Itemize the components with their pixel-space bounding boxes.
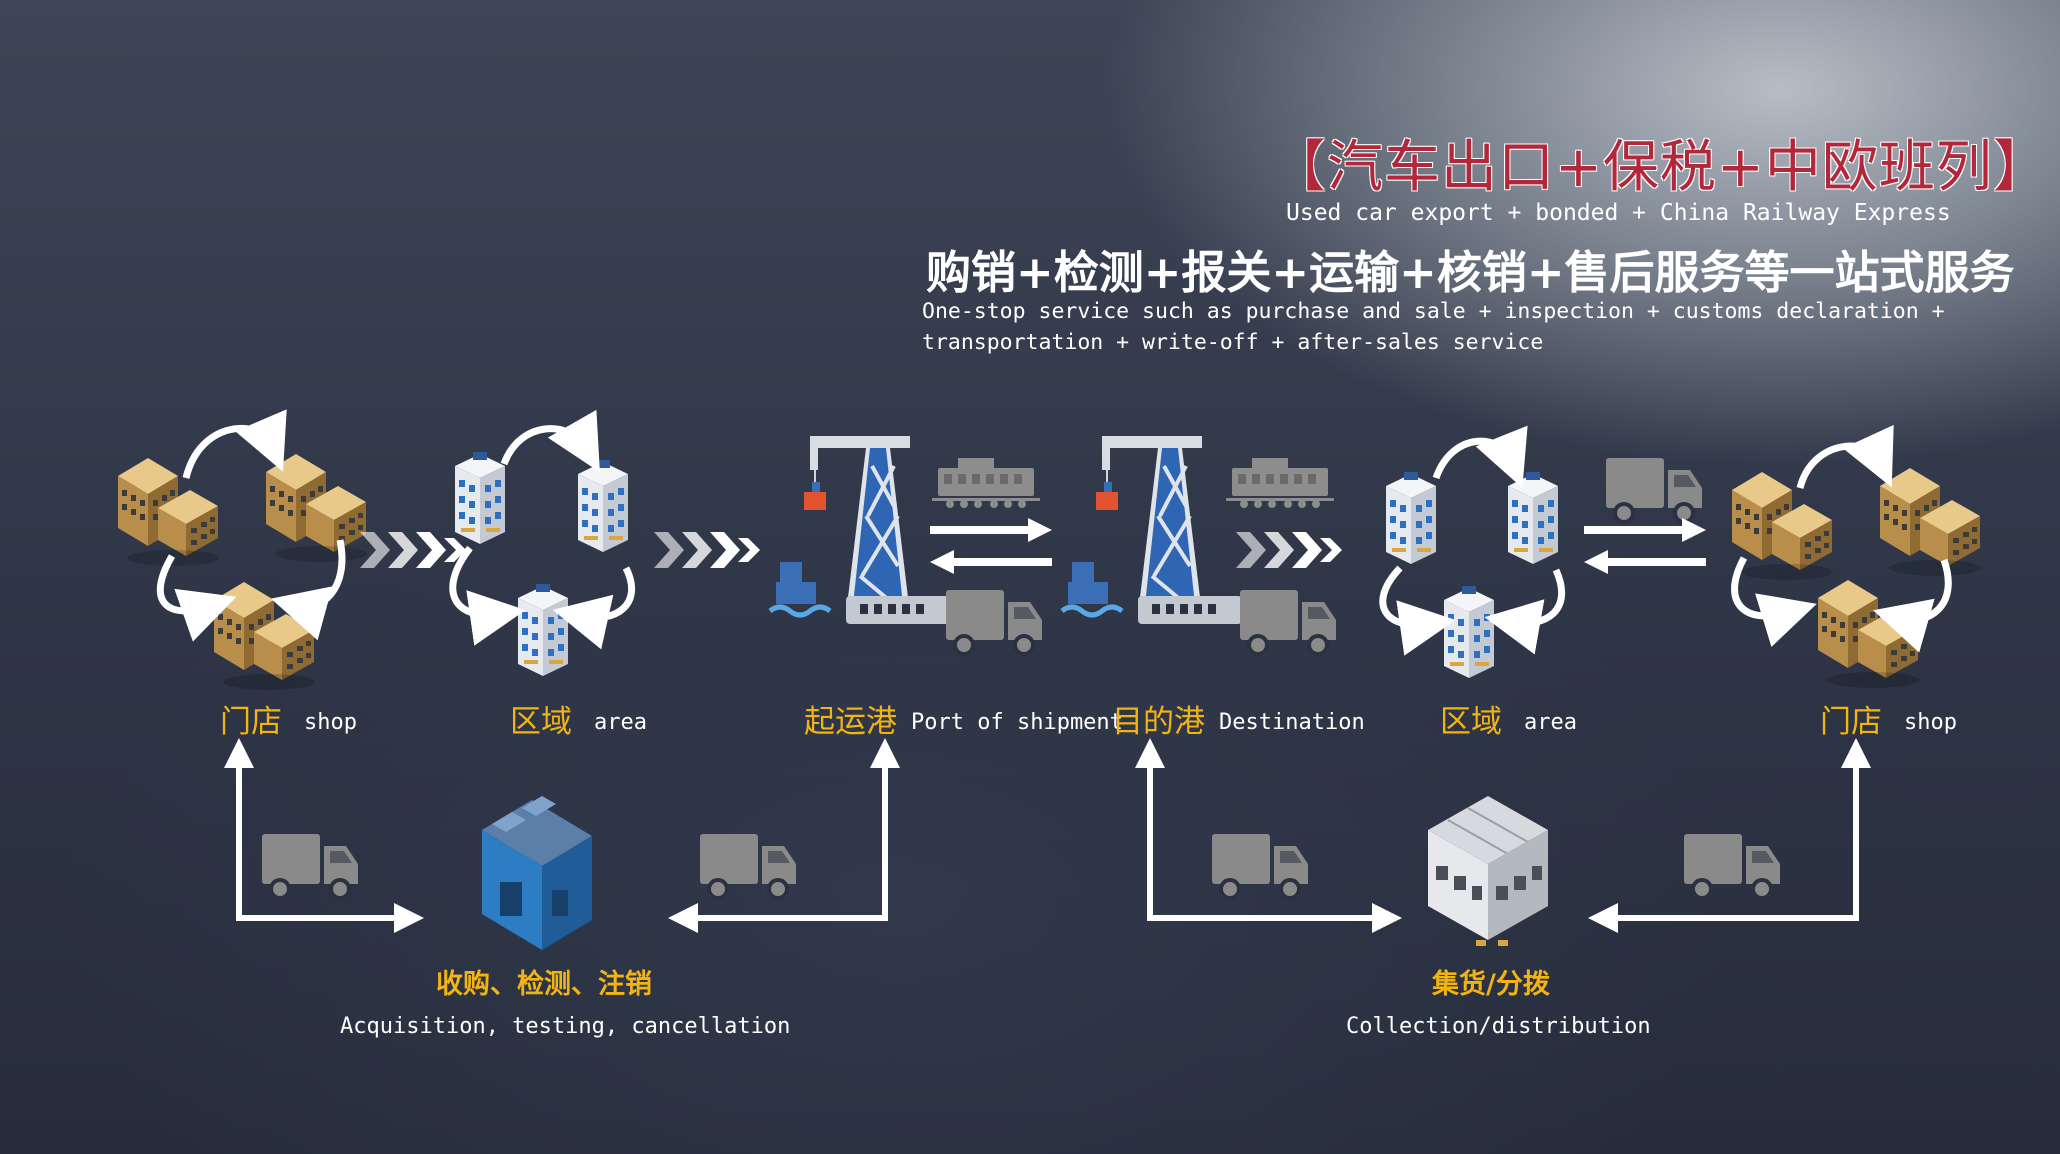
apartment-building-icon xyxy=(1386,472,1436,564)
area-cluster-left xyxy=(449,409,635,676)
truck-icon xyxy=(1238,588,1338,656)
node-label-area-left: 区域 area xyxy=(510,696,647,741)
shop-cluster-right xyxy=(1731,424,1981,688)
cycle-arrow xyxy=(1484,568,1565,655)
node-cn: 门店 xyxy=(220,704,282,740)
office-building-icon xyxy=(214,582,315,690)
node-label-port-shipment: 起运港 Port of shipment xyxy=(804,696,1123,741)
train-icon xyxy=(932,458,1040,508)
node-en: Port of shipment xyxy=(911,710,1123,735)
double-arrow-icon xyxy=(1584,518,1706,574)
port-crane-icon xyxy=(1062,436,1242,624)
node-label-destination: 目的港 Destination xyxy=(1112,696,1365,741)
node-cn: 目的港 xyxy=(1112,704,1205,740)
area-cluster-right xyxy=(1379,425,1565,678)
node-cn: 区域 xyxy=(510,704,572,740)
node-cn: 区域 xyxy=(1440,704,1502,740)
hub-label-en-left: Acquisition, testing, cancellation xyxy=(340,1014,791,1039)
cycle-arrow xyxy=(1796,424,1894,490)
cycle-arrow xyxy=(157,554,237,642)
node-en: shop xyxy=(1904,710,1957,735)
warehouse-icon xyxy=(482,796,592,950)
truck-icon xyxy=(1604,456,1704,524)
truck-icon xyxy=(1682,832,1782,900)
title-cn: 【汽车出口+保税+中欧班列】 xyxy=(1270,135,2050,200)
hub-label-cn-left: 收购、检测、注销 xyxy=(436,969,652,1000)
subtitle-cn: 购销+检测+报关+运输+核销+售后服务等一站式服务 xyxy=(926,246,2015,299)
node-en: Destination xyxy=(1219,710,1365,735)
flow-chevron-arrow xyxy=(1236,532,1342,568)
title-en: Used car export + bonded + China Railway… xyxy=(1286,200,1951,226)
office-building-icon xyxy=(1880,468,1981,576)
office-building-icon xyxy=(1732,472,1833,580)
cycle-arrow xyxy=(1379,565,1456,656)
apartment-building-icon xyxy=(578,460,628,552)
double-arrow-icon xyxy=(930,518,1052,574)
cycle-arrow xyxy=(1731,556,1817,647)
node-en: area xyxy=(594,710,647,735)
node-label-shop-right: 门店 shop xyxy=(1820,696,1957,741)
cycle-arrow xyxy=(270,539,346,641)
cycle-arrow xyxy=(182,409,287,479)
office-building-icon xyxy=(1818,580,1919,688)
truck-icon xyxy=(1210,832,1310,900)
cycle-arrow xyxy=(1432,425,1528,488)
shop-cluster-left xyxy=(118,409,367,690)
apartment-building-icon xyxy=(518,584,568,676)
apartment-building-icon xyxy=(1444,586,1494,678)
flow-chevron-arrow xyxy=(360,532,466,568)
truck-icon xyxy=(944,588,1044,656)
node-en: shop xyxy=(304,710,357,735)
hub-label-en-right: Collection/distribution xyxy=(1346,1014,1651,1039)
node-cn: 门店 xyxy=(1820,704,1882,740)
office-building-icon xyxy=(266,454,367,562)
subtitle-en: One-stop service such as purchase and sa… xyxy=(922,299,1945,355)
apartment-building-icon xyxy=(455,452,505,544)
node-label-shop-left: 门店 shop xyxy=(220,696,357,741)
distribution-center-icon xyxy=(1427,795,1549,947)
train-icon xyxy=(1226,458,1334,508)
truck-icon xyxy=(260,832,360,900)
cycle-arrow xyxy=(552,566,635,650)
port-crane-icon xyxy=(770,436,950,624)
node-en: area xyxy=(1524,710,1577,735)
flow-chevron-arrow xyxy=(654,532,760,568)
cycle-arrow xyxy=(1873,558,1952,653)
apartment-building-icon xyxy=(1508,472,1558,564)
cycle-arrow xyxy=(500,409,600,473)
hub-label-cn-right: 集货/分拨 xyxy=(1432,969,1550,1000)
bottom-left-flow xyxy=(224,738,900,950)
office-building-icon xyxy=(118,458,219,566)
node-label-area-right: 区域 area xyxy=(1440,696,1577,741)
node-cn: 起运港 xyxy=(804,704,897,740)
truck-icon xyxy=(698,832,798,900)
bottom-right-flow xyxy=(1135,738,1871,947)
cycle-arrow xyxy=(449,545,526,646)
